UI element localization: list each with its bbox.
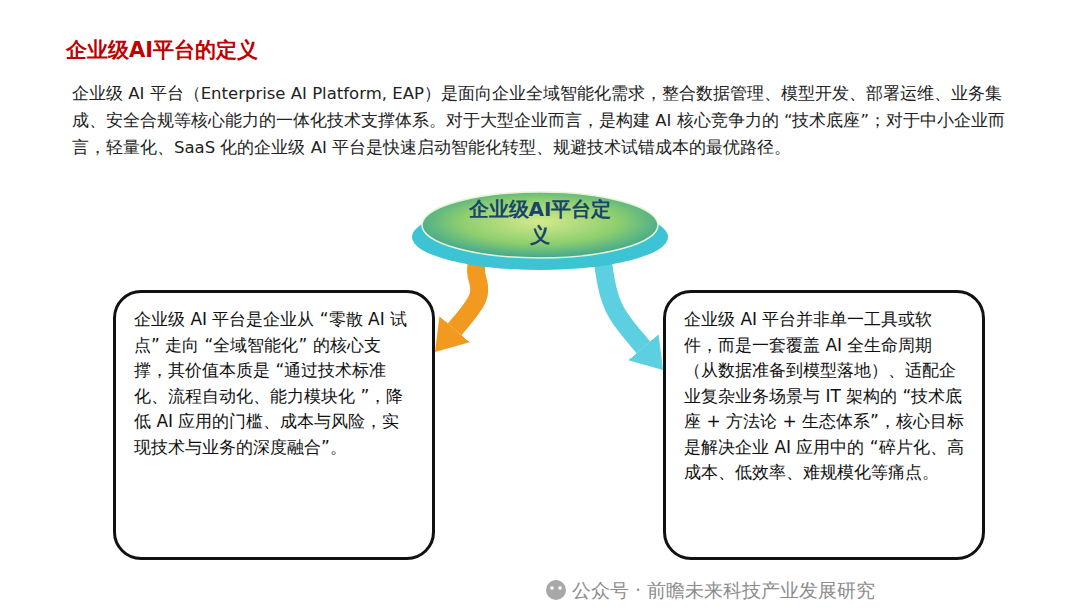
box-text: 企业级 AI 平台并非单一工具或软件，而是一套覆盖 AI 全生命周期（从数据准备… xyxy=(684,307,964,486)
definition-ellipse: 企业级AI平台定义 xyxy=(410,186,670,272)
text-box: 企业级 AI 平台是企业从 “零散 AI 试点” 走向 “全域智能化” 的核心支… xyxy=(113,290,435,560)
ellipse-label: 企业级AI平台定义 xyxy=(465,196,615,248)
slide-title: 企业级AI平台的定义 xyxy=(66,36,258,64)
intro-paragraph: 企业级 AI 平台（Enterprise AI Platform, EAP）是面… xyxy=(72,80,1027,161)
watermark: 公众号 · 前瞻未来科技产业发展研究 xyxy=(572,578,1052,602)
wechat-icon-eye xyxy=(558,586,562,590)
box-text: 企业级 AI 平台是企业从 “零散 AI 试点” 走向 “全域智能化” 的核心支… xyxy=(134,307,414,460)
curved-arrow xyxy=(455,256,480,329)
ellipse-top xyxy=(422,192,658,258)
wechat-icon xyxy=(546,580,566,600)
text-box: 企业级 AI 平台并非单一工具或软件，而是一套覆盖 AI 全生命周期（从数据准备… xyxy=(663,290,985,560)
curved-arrow xyxy=(602,256,643,347)
wechat-icon-eye xyxy=(550,586,554,590)
wechat-icon-bubble xyxy=(546,580,566,600)
